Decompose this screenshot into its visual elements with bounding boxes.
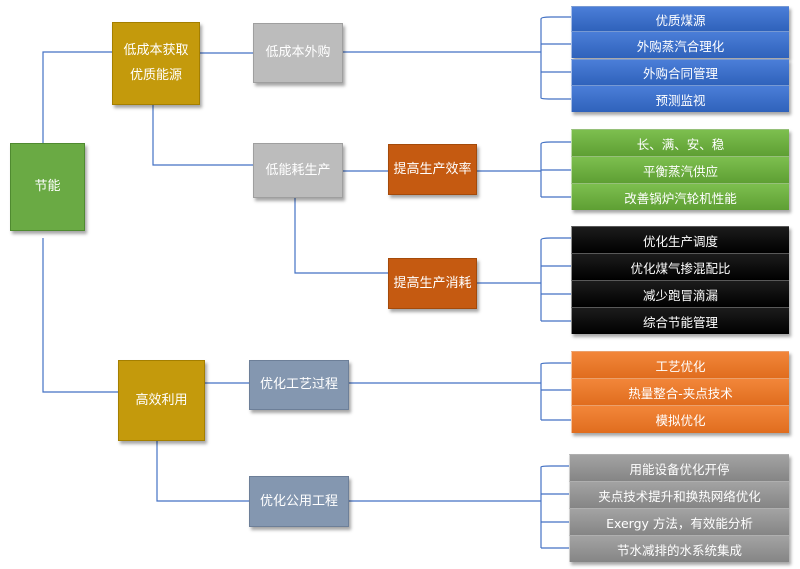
node-low-cost-purchase: 低成本外购 [253,23,343,83]
leaf-process-item: 模拟优化 [571,405,789,433]
node-optimize-utility-label: 优化公用工程 [259,493,338,509]
leaf-purchase-item: 优质煤源 [571,6,789,31]
leaf-label: 预测监视 [655,92,706,108]
node-optimize-process: 优化工艺过程 [249,360,349,410]
leaf-consumption-item: 优化煤气掺混配比 [571,253,789,280]
leaf-utility-item: 节水减排的水系统集成 [569,535,789,562]
leaf-label: 外购蒸汽合理化 [636,38,725,54]
node-low-cost-quality-energy: 低成本获取 优质能源 [112,22,200,105]
leaf-utility-item: 夹点技术提升和换热网络优化 [569,481,789,508]
node-improve-efficiency: 提高生产效率 [388,144,477,195]
node-low-energy-production: 低能耗生产 [253,143,343,198]
leaf-process-item: 工艺优化 [571,351,789,378]
leaf-utility-item: Exergy 方法，有效能分析 [569,508,789,535]
leaf-label: 综合节能管理 [642,314,718,330]
leaf-label: 优质煤源 [655,12,706,28]
node-efficient-use: 高效利用 [118,360,205,441]
leaf-consumption-item: 减少跑冒滴漏 [571,280,789,307]
node-low-cost-line2: 优质能源 [129,67,182,83]
root-node-energy-saving: 节能 [10,143,85,231]
leaf-efficiency-item: 平衡蒸汽供应 [571,156,789,183]
leaf-label: 用能设备优化开停 [629,461,730,477]
node-optimize-process-label: 优化工艺过程 [259,377,338,393]
leaf-label: 模拟优化 [655,413,706,428]
root-label: 节能 [34,179,61,195]
leaf-purchase-item: 外购蒸汽合理化 [571,31,789,58]
leaf-label: 改善锅炉汽轮机性能 [624,190,737,206]
leaf-efficiency-item: 长、满、安、稳 [571,129,789,156]
leaf-purchase-item: 外购合同管理 [571,59,789,85]
leaf-label: 夹点技术提升和换热网络优化 [598,488,761,504]
leaf-consumption-item: 综合节能管理 [571,307,789,334]
leaf-label: 长、满、安、稳 [636,136,725,152]
leaf-label: 平衡蒸汽供应 [642,163,718,179]
leaf-efficiency-item: 改善锅炉汽轮机性能 [571,183,789,210]
node-low-cost-purchase-label: 低成本外购 [265,45,331,61]
leaf-label: 工艺优化 [655,358,706,374]
node-improve-efficiency-label: 提高生产效率 [393,161,472,177]
node-efficient-use-label: 高效利用 [135,392,188,408]
leaf-label: 热量整合-夹点技术 [628,385,733,401]
node-optimize-utility: 优化公用工程 [249,476,349,527]
leaf-label: Exergy 方法，有效能分析 [606,515,753,531]
node-low-energy-production-label: 低能耗生产 [265,162,331,178]
node-improve-consumption: 提高生产消耗 [388,258,477,309]
leaf-purchase-item: 预测监视 [571,85,789,112]
leaf-label: 优化生产调度 [642,233,718,249]
node-improve-consumption-label: 提高生产消耗 [393,275,472,291]
leaf-label: 节水减排的水系统集成 [616,542,742,558]
leaf-consumption-item: 优化生产调度 [571,226,789,253]
leaf-label: 减少跑冒滴漏 [642,287,718,303]
leaf-process-item: 热量整合-夹点技术 [571,378,789,405]
leaf-utility-item: 用能设备优化开停 [569,454,789,481]
leaf-label: 优化煤气掺混配比 [630,260,731,276]
leaf-label: 外购合同管理 [642,66,718,81]
node-low-cost-line1: 低成本获取 [123,42,189,58]
